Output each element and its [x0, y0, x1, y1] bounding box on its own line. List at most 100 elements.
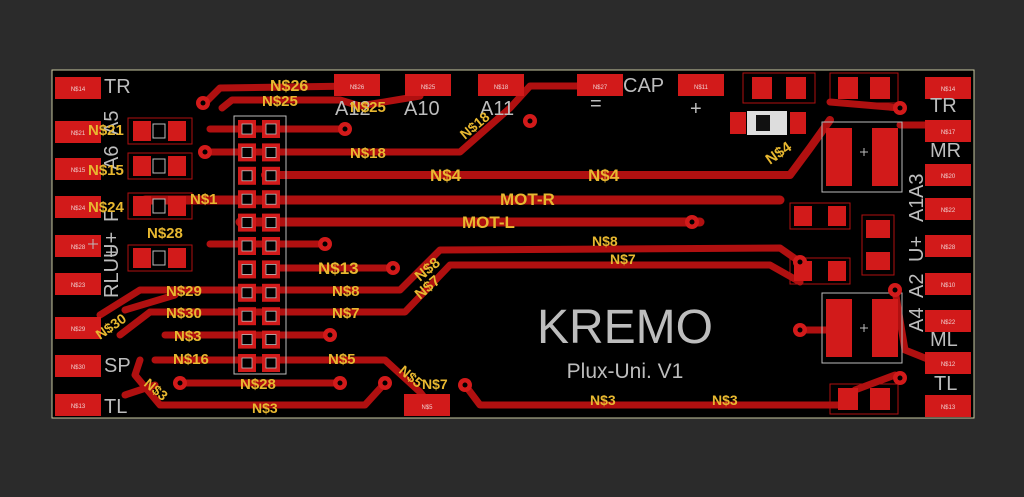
pad-label: N$27	[593, 85, 608, 91]
pin-hole	[241, 310, 253, 322]
smd-capacitor	[742, 72, 816, 104]
pad-label: N$20	[941, 174, 956, 180]
edge-pad	[925, 198, 971, 220]
via-hole	[327, 332, 333, 338]
pin-hole	[265, 263, 277, 275]
smd-capacitor	[829, 383, 899, 415]
pin-hole	[265, 146, 277, 158]
edge-pad	[925, 120, 971, 142]
net-label: N$18	[350, 145, 386, 162]
net-label: MOT-R	[500, 190, 555, 209]
pad-label: N$14	[941, 87, 956, 93]
left-pad-column: N$14N$21N$15N$24N$28N$23N$29N$30N$13	[55, 77, 101, 416]
edge-label-right: MR	[930, 140, 961, 162]
pin-hole	[241, 193, 253, 205]
via-hole	[797, 327, 803, 333]
via-hole	[202, 149, 208, 155]
pad-label: N$17	[941, 130, 956, 136]
net-label: N$4	[588, 166, 620, 185]
edge-label-rotated: A3	[906, 174, 928, 198]
via-hole	[897, 375, 903, 381]
edge-label-rotated: U+	[101, 232, 123, 258]
net-label: N$28	[240, 376, 276, 393]
smd-capacitor	[829, 72, 899, 104]
via-hole	[892, 287, 898, 293]
pin-hole	[241, 146, 253, 158]
edge-pad	[925, 352, 971, 374]
pin-hole	[265, 357, 277, 369]
net-label: N$15	[88, 162, 124, 179]
net-label: N$3	[590, 392, 616, 408]
silkscreen-text: KREMO Plux-Uni. V1 TR TL SP TR MR ML TL …	[104, 75, 961, 418]
pin-hole	[241, 287, 253, 299]
smd-resistor	[789, 202, 851, 230]
top-label: A12	[335, 98, 371, 120]
via-hole	[342, 126, 348, 132]
edge-label-rotated: RLU+	[101, 246, 123, 298]
pin-hole	[265, 170, 277, 182]
via-hole	[797, 259, 803, 265]
edge-pad	[925, 235, 971, 257]
edge-pad	[55, 158, 101, 180]
edge-label-rotated: A1	[906, 198, 928, 222]
edge-label-rotated: A4	[906, 308, 928, 332]
net-label: N$4	[430, 166, 462, 185]
top-pad	[678, 74, 724, 96]
pin-hole	[265, 193, 277, 205]
via-hole	[527, 118, 533, 124]
via-hole	[390, 265, 396, 271]
pad-label: N$11	[694, 85, 709, 91]
edge-pad	[55, 121, 101, 143]
edge-pad	[55, 196, 101, 218]
pad-label: N$14	[71, 87, 86, 93]
net-label: N$3	[174, 328, 202, 345]
edge-label-left: TR	[104, 76, 131, 98]
net-label: N$29	[166, 283, 202, 300]
pad-label: N$28	[941, 245, 956, 251]
pin-hole	[241, 357, 253, 369]
edge-label-right: TL	[934, 373, 957, 395]
smd-resistor	[127, 117, 193, 145]
via-hole	[200, 100, 206, 106]
mot-r-driver	[821, 121, 903, 193]
edge-label-right: TR	[930, 95, 957, 117]
pad-label: N$22	[941, 320, 956, 326]
edge-label-rotated: F	[101, 210, 123, 222]
pad-label: N$29	[71, 327, 86, 333]
net-label: N$5	[328, 351, 356, 368]
top-label: CAP	[623, 75, 664, 97]
bottom-pad	[404, 394, 450, 416]
via-hole	[897, 105, 903, 111]
pin-hole	[241, 170, 253, 182]
pad-label: N$5	[421, 405, 433, 411]
pin-hole	[265, 123, 277, 135]
top-pad	[577, 74, 623, 96]
vias	[173, 96, 907, 392]
pad-label: N$22	[941, 208, 956, 214]
top-label: +	[690, 98, 702, 120]
top-pad	[405, 74, 451, 96]
pad-label: N$30	[71, 365, 86, 371]
edge-pad	[55, 317, 101, 339]
pad-label: N$26	[350, 85, 365, 91]
smd-parts	[127, 72, 903, 415]
net-label: N$21	[88, 122, 124, 139]
edge-pad	[55, 235, 101, 257]
pad-label: N$13	[941, 405, 956, 411]
pin-hole	[241, 334, 253, 346]
edge-pad	[925, 77, 971, 99]
net-label: N$13	[318, 259, 359, 278]
pin-hole	[265, 240, 277, 252]
net-label: N$28	[147, 225, 183, 242]
edge-label-rotated: U+	[906, 236, 928, 262]
pin-hole	[241, 123, 253, 135]
electrolytic-capacitor	[730, 111, 806, 135]
edge-pad	[55, 355, 101, 377]
via-hole	[177, 380, 183, 386]
edge-label-rotated: A5	[101, 111, 123, 135]
net-label: N$1	[190, 191, 218, 208]
